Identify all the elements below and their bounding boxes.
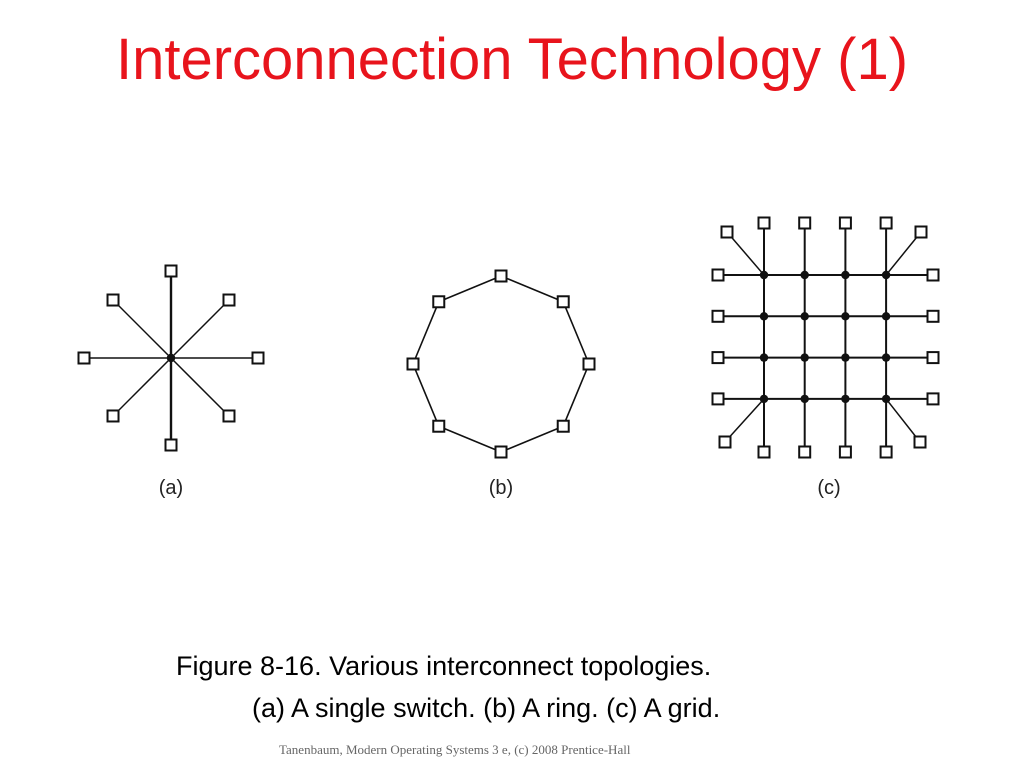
link-line	[562, 363, 590, 427]
cpu-node	[838, 445, 852, 459]
cpu-node	[106, 409, 120, 423]
switch-point	[759, 270, 769, 280]
copyright-footer: Tanenbaum, Modern Operating Systems 3 e,…	[279, 742, 631, 757]
cpu-node	[251, 351, 265, 365]
link-line	[500, 275, 564, 303]
link-line	[726, 231, 765, 276]
panel-c-label: (c)	[817, 477, 840, 499]
link-line	[500, 425, 564, 453]
cpu-node	[914, 225, 928, 239]
switch-point	[841, 353, 850, 362]
switch-point	[841, 270, 850, 280]
cpu-node	[582, 357, 596, 371]
panel-grid	[711, 216, 940, 459]
switch-point	[800, 312, 809, 321]
cpu-node	[77, 351, 91, 365]
cpu-node	[494, 269, 508, 283]
cpu-node	[711, 351, 725, 365]
cpu-node	[406, 357, 420, 371]
link-line	[170, 357, 230, 417]
switch-point	[800, 394, 809, 404]
cpu-node	[222, 409, 236, 423]
switch-point	[800, 270, 809, 280]
cpu-node	[879, 445, 893, 459]
cpu-node	[494, 445, 508, 459]
cpu-node	[879, 216, 893, 230]
link-line	[724, 398, 765, 443]
link-line	[438, 425, 502, 453]
link-line	[412, 363, 440, 427]
switch-point	[800, 353, 809, 362]
cpu-node	[926, 309, 940, 323]
link-line	[885, 398, 921, 443]
panel-b-label: (b)	[489, 477, 513, 499]
cpu-node	[556, 419, 570, 433]
cpu-node	[711, 268, 725, 282]
cpu-node	[798, 445, 812, 459]
switch-point	[841, 312, 850, 321]
cpu-node	[711, 392, 725, 406]
link-line	[412, 301, 440, 365]
cpu-node	[720, 225, 734, 239]
cpu-node	[757, 445, 771, 459]
panel-single-switch	[77, 264, 265, 452]
cpu-node	[222, 293, 236, 307]
cpu-node	[718, 435, 732, 449]
cpu-node	[556, 295, 570, 309]
switch-point	[759, 394, 769, 404]
figure-caption-line-2: (a) A single switch. (b) A ring. (c) A g…	[252, 693, 721, 723]
panel-a-label: (a)	[159, 477, 183, 499]
cpu-node	[798, 216, 812, 230]
cpu-node	[432, 419, 446, 433]
link-line	[170, 299, 230, 359]
cpu-node	[164, 264, 178, 278]
cpu-node	[432, 295, 446, 309]
cpu-node	[926, 392, 940, 406]
panel-ring	[406, 269, 596, 459]
switch-point	[881, 312, 891, 321]
cpu-node	[838, 216, 852, 230]
link-line	[885, 231, 922, 276]
cpu-node	[106, 293, 120, 307]
slide-title: Interconnection Technology (1)	[115, 27, 909, 92]
link-line	[438, 275, 502, 303]
switch-point	[881, 353, 891, 362]
switch-point	[166, 353, 176, 363]
cpu-node	[926, 351, 940, 365]
cpu-node	[913, 435, 927, 449]
cpu-node	[164, 438, 178, 452]
cpu-node	[757, 216, 771, 230]
link-line	[562, 301, 590, 365]
topology-figure: (a) (b) (c)	[77, 216, 940, 499]
link-line	[112, 299, 172, 359]
switch-point	[881, 270, 891, 280]
switch-point	[881, 394, 891, 404]
link-line	[112, 357, 172, 417]
switch-point	[759, 353, 769, 362]
switch-point	[759, 312, 769, 321]
cpu-node	[711, 309, 725, 323]
cpu-node	[926, 268, 940, 282]
switch-point	[841, 394, 850, 404]
figure-caption-line-1: Figure 8-16. Various interconnect topolo…	[176, 651, 712, 681]
